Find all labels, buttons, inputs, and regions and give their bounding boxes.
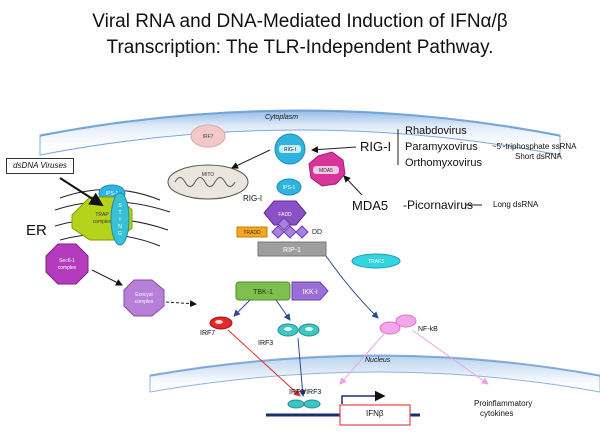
mito-label: MITO [202, 172, 215, 178]
cytoplasm-label: Cytoplasm [265, 114, 299, 121]
mda5-pathway-label: MDA5 [352, 198, 389, 213]
rip1-label: RIP-1 [283, 247, 301, 254]
sting-letters: STI NG [118, 203, 122, 237]
exocyst-label-1: Exocyst [135, 292, 153, 298]
rip1-node [257, 241, 327, 257]
irf7-top-label: IRF7 [203, 134, 214, 140]
traf3-label: TRAF3 [368, 259, 384, 265]
rig-i-arrow-label: RIG-I [243, 194, 263, 203]
diagram-title-line1: Viral RNA and DNA-Mediated Induction of … [92, 11, 508, 32]
arrow-exocyst-to-tbk1 [165, 300, 197, 308]
nucleus-membrane [149, 354, 600, 393]
arrow-rip1-to-nfkb [325, 255, 379, 319]
sec61-label-2: complex [58, 265, 77, 271]
rig-i-pathway-label: RIG-I [360, 139, 392, 154]
exocyst-label-2: complex [135, 299, 154, 305]
er-label: ER [26, 222, 47, 239]
trap-label-2: complex [93, 219, 112, 225]
ips1-left-label: IPS-1 [106, 191, 119, 197]
fadd-node [263, 200, 307, 226]
picornavirus-label: -Picornavirus [403, 198, 474, 212]
paramyxovirus-label: Paramyxovirus [405, 141, 478, 153]
irf3-irf3-label: IRF3/IRF3 [289, 389, 322, 396]
sting-node [110, 192, 130, 246]
tradd-node [236, 226, 268, 238]
svg-text:I: I [119, 217, 120, 223]
arrow-sec61-to-exocyst [91, 269, 123, 286]
irf3-label: IRF3 [258, 340, 274, 347]
long-dsrna-label: Long dsRNA [493, 200, 539, 209]
short-dsrna-label: Short dsRNA [515, 152, 562, 161]
ips1-right-node [276, 178, 302, 196]
traf3-node [351, 253, 401, 269]
irf3-irf3-nuclear [287, 399, 321, 409]
svg-text:G: G [118, 231, 122, 237]
trap-label-1: TRAP [95, 212, 109, 218]
death-domain-diamonds [271, 217, 309, 239]
sec61-label-1: Sec6-1 [59, 258, 75, 264]
irf7-label: IRF7 [200, 330, 216, 337]
ifnb-gene-label: IFNβ [366, 409, 384, 418]
svg-text:S: S [118, 203, 122, 209]
orthomyxovirus-label: Orthomyxovirus [405, 157, 483, 169]
proinflammatory-label: Proinflammatory [474, 399, 533, 408]
svg-text:N: N [118, 224, 122, 230]
sec61-complex-node [45, 243, 89, 285]
diagram-title-line2: Transcription: The TLR-Independent Pathw… [106, 37, 494, 58]
mitochondrion [167, 164, 249, 200]
arrow-nfkb-to-nucleus [339, 333, 385, 385]
ikki-node [291, 281, 329, 301]
ips1-right-label: IPS-1 [283, 185, 296, 191]
arrow-label-to-rig-i [311, 146, 357, 154]
dd-label: DD [312, 229, 322, 236]
irf3-dimer-node [277, 323, 320, 337]
triphosphate-ssrna-label: ~5'-triphosphate ssRNA [492, 142, 577, 151]
nfkb-dimer-node [379, 314, 417, 335]
tbk1-label: TBK-1 [253, 289, 273, 296]
transcription-start-arrow [341, 390, 386, 404]
tbk1-node [235, 281, 291, 301]
nfkb-label: NF-kB [418, 326, 438, 333]
mda5-node-label: MDA5 [319, 168, 333, 174]
arrow-nfkb-to-cytokines [411, 329, 489, 385]
arrow-tbk1-to-irf3 [275, 299, 291, 321]
arrow-rig-i-to-mito [231, 149, 271, 169]
tradd-label: TRADD [243, 230, 261, 236]
exocyst-complex-node [123, 279, 165, 317]
ikki-label: IKK-i [302, 289, 318, 296]
rhabdovirus-label: Rhabdovirus [405, 125, 467, 137]
arrow-irf3-to-nucleus [297, 337, 306, 397]
arrow-irf7-to-nucleus [227, 329, 301, 397]
arrow-tbk1-to-irf7 [233, 299, 251, 317]
cytokines-label: cytokines [480, 409, 514, 418]
nucleus-label: Nucleus [365, 357, 391, 364]
ifnb-gene-box [339, 404, 411, 426]
fadd-label: FADD [278, 212, 292, 218]
irf7-top-node [190, 124, 226, 148]
arrow-label-to-mda5 [343, 175, 363, 196]
svg-text:T: T [118, 210, 121, 216]
dsdna-viruses-box: dsDNA Viruses [6, 158, 74, 174]
arrow-dsdna-to-trap [59, 177, 104, 207]
rig-i-node-label: RIG-I [284, 147, 296, 153]
